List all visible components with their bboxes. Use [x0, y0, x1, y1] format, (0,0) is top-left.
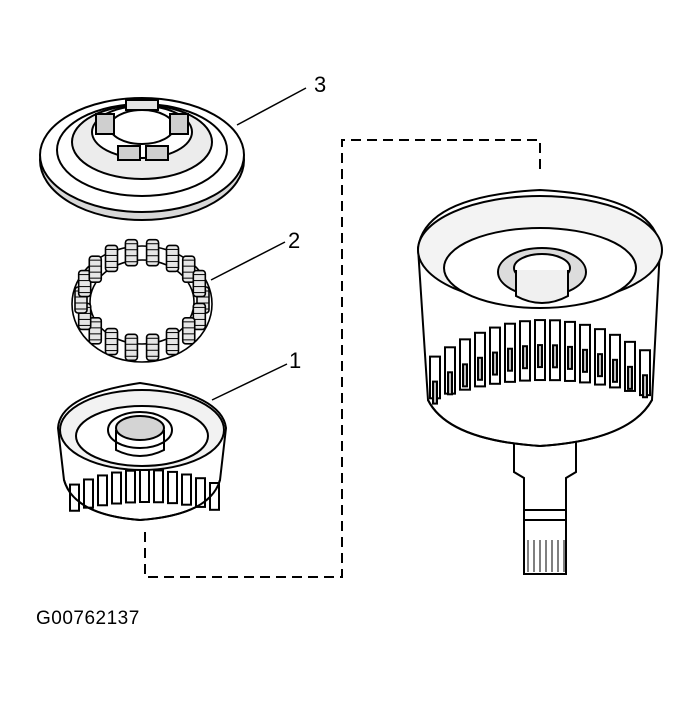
coil-spring [145, 333, 160, 362]
callout-1: 1 [289, 348, 302, 373]
figure-id-label: G00762137 [36, 608, 140, 629]
callout-2: 2 [288, 228, 301, 253]
leader-line-1 [211, 363, 288, 401]
part-3-piston [39, 97, 245, 221]
coil-spring [88, 255, 103, 283]
coil-spring [192, 302, 207, 331]
callout-3: 3 [314, 72, 327, 97]
assembly-dashed-line [144, 139, 541, 578]
coil-spring [165, 327, 180, 356]
leader-line-2 [210, 241, 286, 281]
drum-assembly [416, 188, 663, 575]
part-1-housing [56, 381, 228, 522]
coil-spring [104, 327, 119, 356]
coil-spring [181, 317, 196, 345]
coil-spring [124, 333, 139, 362]
part-2-spring-assembly [71, 238, 213, 363]
leader-line-3 [236, 87, 307, 126]
coil-spring [88, 317, 103, 345]
coil-spring [124, 238, 139, 267]
coil-spring [165, 244, 180, 273]
coil-spring [104, 244, 119, 273]
coil-spring [192, 269, 207, 298]
coil-spring [145, 238, 160, 267]
